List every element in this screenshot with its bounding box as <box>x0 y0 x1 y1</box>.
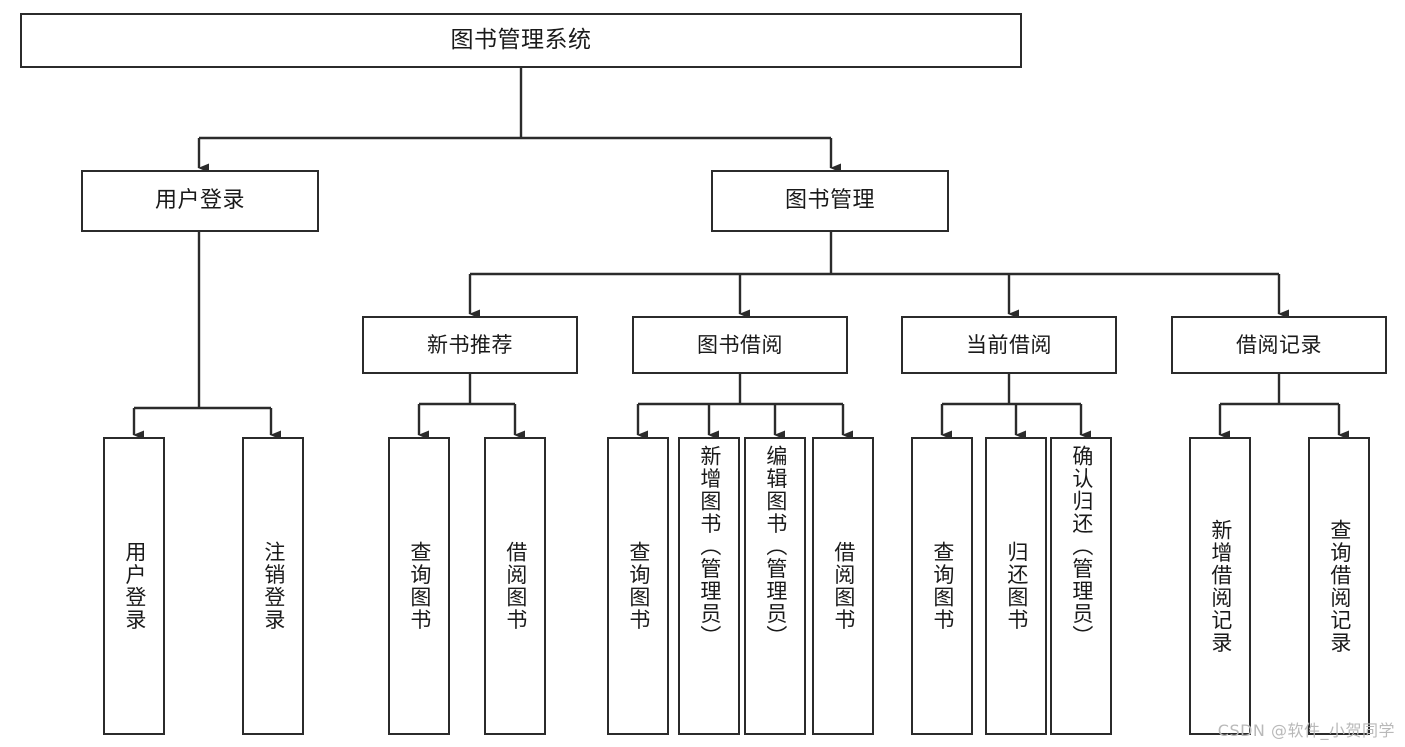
node-leaf-borrow-book-2-label: 借阅图书 <box>831 541 856 631</box>
node-leaf-confirm-return-label: 确认归还（管理员） <box>1069 445 1094 648</box>
node-leaf-query-book-1[interactable]: 查询图书 <box>388 437 450 735</box>
node-leaf-borrow-book-1-label: 借阅图书 <box>503 541 528 631</box>
node-leaf-add-book-label: 新增图书（管理员） <box>697 445 722 648</box>
node-leaf-query-record[interactable]: 查询借阅记录 <box>1308 437 1370 735</box>
node-leaf-user-login[interactable]: 用户登录 <box>103 437 165 735</box>
csdn-watermark: CSDN @软件_小贺同学 <box>1217 721 1395 740</box>
node-leaf-logout[interactable]: 注销登录 <box>242 437 304 735</box>
node-current-borrow-label: 当前借阅 <box>966 332 1052 357</box>
node-leaf-confirm-return[interactable]: 确认归还（管理员） <box>1050 437 1112 735</box>
node-leaf-borrow-book-1[interactable]: 借阅图书 <box>484 437 546 735</box>
node-new-book-rec-label: 新书推荐 <box>427 332 513 357</box>
node-leaf-edit-book[interactable]: 编辑图书（管理员） <box>744 437 806 735</box>
node-new-book-rec[interactable]: 新书推荐 <box>362 316 578 374</box>
node-book-borrow[interactable]: 图书借阅 <box>632 316 848 374</box>
node-leaf-return-book-label: 归还图书 <box>1004 541 1029 631</box>
node-leaf-add-book[interactable]: 新增图书（管理员） <box>678 437 740 735</box>
node-leaf-query-book-2[interactable]: 查询图书 <box>607 437 669 735</box>
node-user-login-label: 用户登录 <box>154 188 245 214</box>
node-book-manage[interactable]: 图书管理 <box>711 170 949 232</box>
node-book-manage-label: 图书管理 <box>784 188 875 214</box>
node-leaf-add-record-label: 新增借阅记录 <box>1208 518 1233 654</box>
node-leaf-query-book-1-label: 查询图书 <box>407 541 432 631</box>
node-leaf-logout-label: 注销登录 <box>261 541 286 631</box>
node-leaf-query-book-3-label: 查询图书 <box>930 541 955 631</box>
node-root[interactable]: 图书管理系统 <box>20 13 1022 68</box>
node-leaf-return-book[interactable]: 归还图书 <box>985 437 1047 735</box>
node-user-login[interactable]: 用户登录 <box>81 170 319 232</box>
node-borrow-record-label: 借阅记录 <box>1236 332 1322 357</box>
node-current-borrow[interactable]: 当前借阅 <box>901 316 1117 374</box>
node-leaf-query-book-3[interactable]: 查询图书 <box>911 437 973 735</box>
node-borrow-record[interactable]: 借阅记录 <box>1171 316 1387 374</box>
node-leaf-add-record[interactable]: 新增借阅记录 <box>1189 437 1251 735</box>
node-leaf-query-record-label: 查询借阅记录 <box>1327 518 1352 654</box>
node-book-borrow-label: 图书借阅 <box>697 332 783 357</box>
node-root-label: 图书管理系统 <box>450 26 592 53</box>
node-leaf-query-book-2-label: 查询图书 <box>626 541 651 631</box>
node-leaf-edit-book-label: 编辑图书（管理员） <box>763 445 788 648</box>
node-leaf-borrow-book-2[interactable]: 借阅图书 <box>812 437 874 735</box>
node-leaf-user-login-label: 用户登录 <box>122 541 147 631</box>
